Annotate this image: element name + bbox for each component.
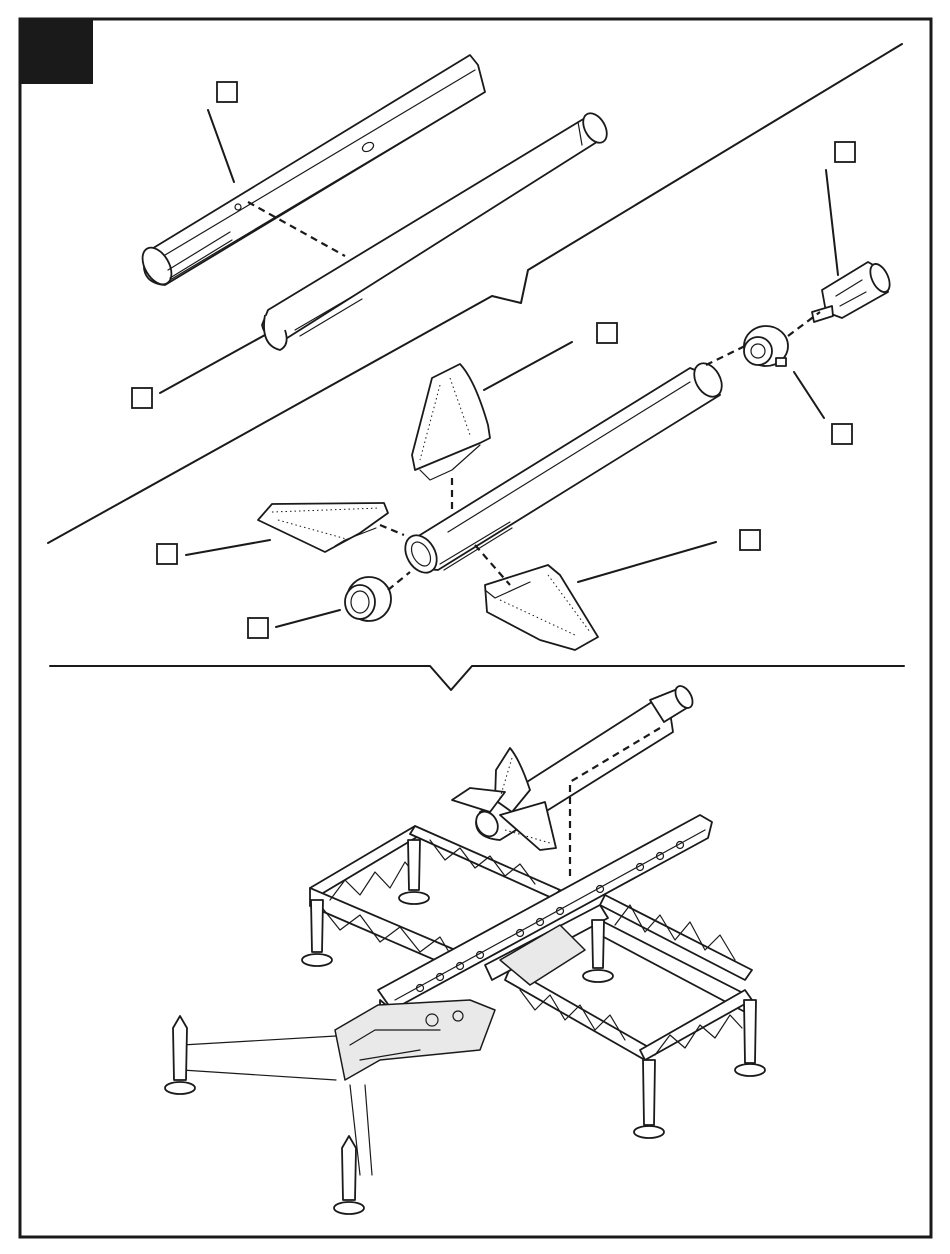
callout-nose-plug [248, 618, 268, 638]
callout-nozzle-ring [832, 424, 852, 444]
callout-right-fin [740, 530, 760, 550]
step-badge [21, 20, 93, 84]
callout-left-fuselage-half [217, 82, 237, 102]
callout-right-fuselage-half [132, 388, 152, 408]
callout-nozzle [835, 142, 855, 162]
nozzle-ring [744, 326, 788, 366]
callout-left-fin [157, 544, 177, 564]
callout-top-fin [597, 323, 617, 343]
